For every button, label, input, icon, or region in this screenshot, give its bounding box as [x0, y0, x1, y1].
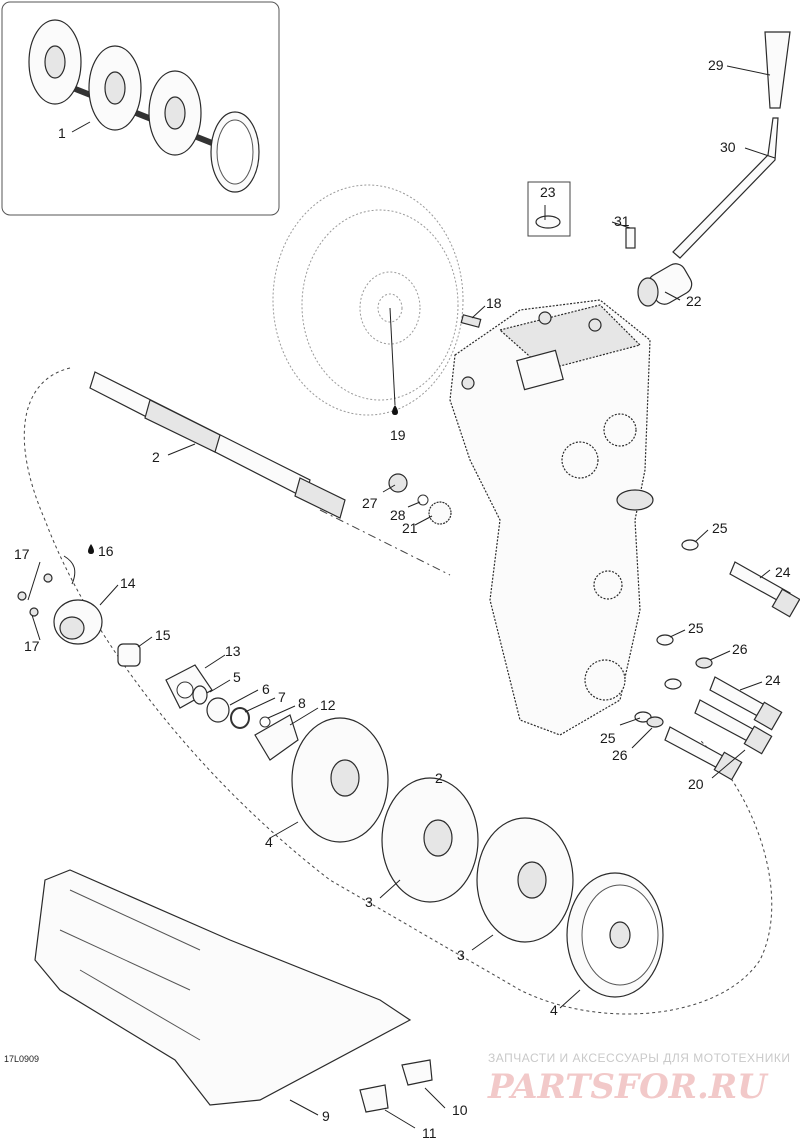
callout-5: 5 [233, 669, 241, 685]
sprocket-3-a [381, 777, 479, 903]
gear-assembly-21-27-28 [388, 473, 452, 525]
callout-4: 4 [265, 834, 273, 850]
callout-9: 9 [322, 1108, 330, 1124]
callout-28: 28 [390, 507, 406, 523]
bearing-parts-left [17, 555, 299, 761]
inset-sprocket-1 [28, 19, 82, 105]
key-18 [460, 314, 482, 328]
sprocket-3-b [476, 817, 574, 943]
callout-26: 26 [612, 747, 628, 763]
callout-6: 6 [262, 681, 270, 697]
track-9 [34, 869, 412, 1106]
callout-29: 29 [708, 57, 724, 73]
inset-assembly-box: 1 [1, 1, 280, 216]
callout-14: 14 [120, 575, 136, 591]
figure-code: 17L0909 [4, 1054, 39, 1064]
callout-26: 26 [732, 641, 748, 657]
fasteners-right [634, 539, 800, 781]
callout-10: 10 [452, 1102, 468, 1118]
callout-8: 8 [298, 695, 306, 711]
pin-31 [625, 227, 636, 249]
callout-20: 20 [688, 776, 704, 792]
clip-10 [401, 1059, 433, 1086]
watermark: ЗАПЧАСТИ И АКСЕССУАРЫ ДЛЯ МОТОТЕХНИКИ PA… [487, 1051, 790, 1107]
callout-2: 2 [152, 449, 160, 465]
callout-17: 17 [24, 638, 40, 654]
callout-12: 12 [320, 697, 336, 713]
sprocket-4-upper [291, 717, 389, 843]
chaincase-housing [449, 299, 654, 736]
oil-drop-icon [88, 544, 94, 554]
callout-numbers: 2 2 3 3 4 4 5 6 7 8 9 10 11 12 13 14 15 … [14, 57, 791, 1141]
callout-1: 1 [58, 125, 66, 141]
oil-drop-icon [392, 405, 398, 415]
callout-3: 3 [457, 947, 465, 963]
callout-30: 30 [720, 139, 736, 155]
track-outline [23, 367, 773, 1015]
leader-lines [27, 65, 776, 1129]
callout-3: 3 [365, 894, 373, 910]
clip-11 [359, 1084, 389, 1113]
watermark-logo: PARTSFOR.RU [487, 1067, 769, 1107]
watermark-tagline: ЗАПЧАСТИ И АКСЕССУАРЫ ДЛЯ МОТОТЕХНИКИ [488, 1051, 790, 1065]
inset-sprocket-3 [148, 70, 202, 156]
callout-24: 24 [765, 672, 781, 688]
callout-4: 4 [550, 1002, 558, 1018]
callout-7: 7 [278, 689, 286, 705]
callout-24: 24 [775, 564, 791, 580]
callout-11: 11 [422, 1125, 437, 1141]
callout-23: 23 [540, 184, 556, 200]
inset-end-wheel [210, 111, 260, 193]
callout-18: 18 [486, 295, 502, 311]
callout-19: 19 [390, 427, 406, 443]
inset-sprocket-2 [88, 45, 142, 131]
callout-25: 25 [600, 730, 616, 746]
callout-25: 25 [712, 520, 728, 536]
end-wheel-4 [566, 872, 664, 998]
lever-assembly [637, 31, 791, 307]
drive-shaft [89, 371, 451, 576]
callout-13: 13 [225, 643, 241, 659]
callout-22: 22 [686, 293, 702, 309]
clip-box-23 [527, 181, 571, 237]
callout-16: 16 [98, 543, 114, 559]
driven-pulley-ghost [272, 184, 464, 416]
callout-27: 27 [362, 495, 378, 511]
callout-2: 2 [435, 770, 443, 786]
callout-25: 25 [688, 620, 704, 636]
callout-17: 17 [14, 546, 30, 562]
callout-31: 31 [614, 213, 630, 229]
callout-21: 21 [402, 520, 418, 536]
callout-15: 15 [155, 627, 171, 643]
